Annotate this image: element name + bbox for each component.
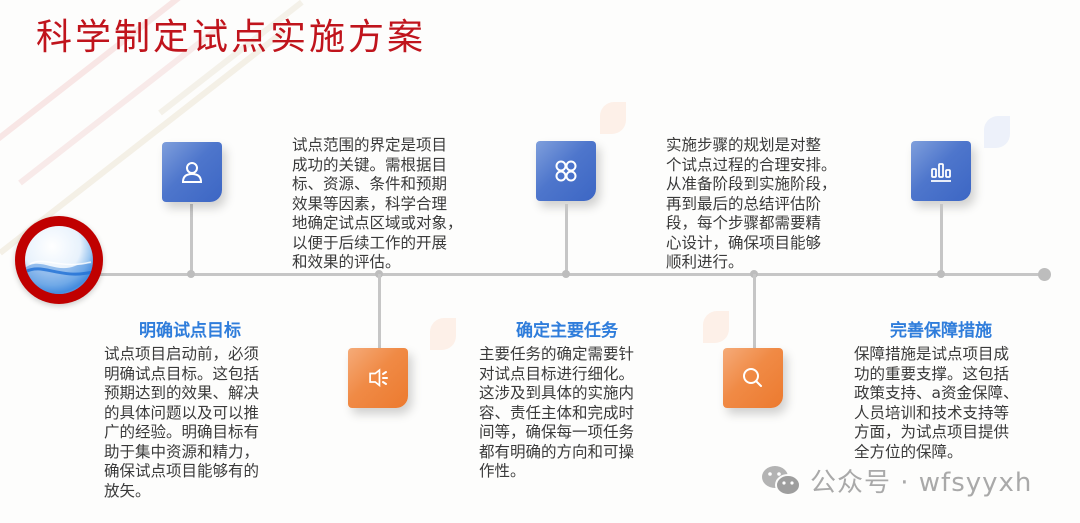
grid-icon (555, 160, 577, 182)
step-3-heading: 确定主要任务 (516, 321, 618, 341)
user-icon (181, 162, 203, 183)
step-3-icon-box (536, 141, 596, 201)
decorative-leaf (984, 116, 1010, 148)
watermark-text: 公众号 · wfsyyxh (810, 468, 1033, 498)
decorative-leaf (600, 102, 626, 134)
timeline-axis (100, 273, 1045, 276)
slide-title: 科学制定试点实施方案 (36, 17, 427, 58)
step-2-icon-box (348, 348, 408, 408)
decorative-leaf (430, 318, 456, 350)
connector-line (753, 274, 756, 348)
search-icon (743, 368, 762, 387)
timeline-node (937, 270, 945, 278)
connector-line (940, 204, 943, 274)
step-4-description: 实施步骤的规划是对整 个试点过程的合理安排。 从准备阶段到实施阶段， 再到最后的… (666, 136, 837, 271)
timeline-start-badge (15, 216, 103, 304)
decorative-leaf (703, 311, 729, 343)
step-1-description: 试点项目启动前，必须 明确试点目标。这包括 预期达到的效果、解决 的具体问题以及… (104, 345, 260, 500)
wechat-icon (762, 465, 801, 496)
timeline-node (562, 270, 570, 278)
bar-chart-icon (931, 163, 951, 182)
step-1-icon-box (162, 142, 222, 202)
step-4-icon-box (723, 348, 783, 408)
timeline-node (187, 270, 195, 278)
connector-line (190, 204, 193, 274)
connector-line (565, 204, 568, 274)
connector-line (378, 274, 381, 348)
watermark: 公众号 · wfsyyxh (760, 462, 1032, 499)
step-1-heading: 明确试点目标 (139, 321, 241, 341)
step-5-description: 保障措施是试点项目成 功的重要支撑。这包括 政策支持、a资金保障、 人员培训和技… (854, 345, 1019, 461)
blue-wave-image (25, 226, 93, 294)
step-2-description: 试点范围的界定是项目 成功的关键。需根据目 标、资源、条件和预期 效果等因素，科… (292, 136, 463, 271)
speaker-icon (369, 368, 388, 388)
step-3-description: 主要任务的确定需要针 对试点目标进行细化。 这涉及到具体的实施内 容、责任主体和… (479, 345, 635, 480)
step-5-icon-box (911, 141, 971, 201)
step-5-heading: 完善保障措施 (890, 321, 992, 341)
timeline-end-dot (1038, 268, 1051, 281)
